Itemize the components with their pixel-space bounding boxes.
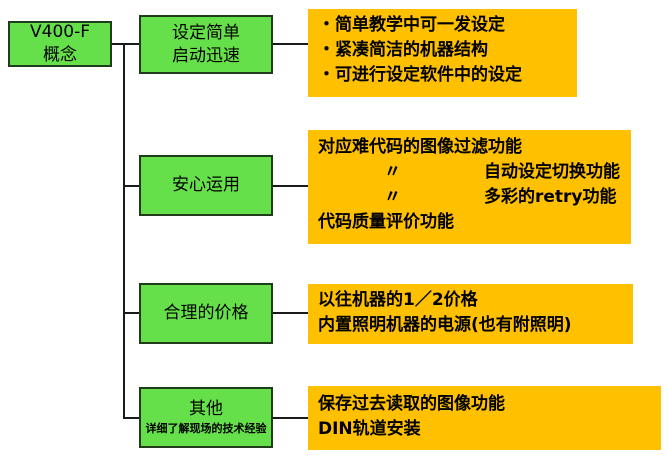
category-label: 合理的价格 <box>163 303 249 323</box>
detail-line: 代码质量评价功能 <box>318 212 454 232</box>
detail-text: 多彩的retry功能 <box>484 187 617 207</box>
connector-branch-4 <box>123 417 139 419</box>
category-node-setup: 设定简单 启动迅速 <box>139 15 273 74</box>
detail-line: 〃 自动设定切换功能 <box>318 160 621 185</box>
category-node-reliable: 安心运用 <box>139 155 273 216</box>
detail-line: 保存过去读取的图像功能 <box>318 394 505 414</box>
detail-line: ・可进行设定软件中的设定 <box>318 65 522 85</box>
category-label: 其他 <box>189 399 223 419</box>
category-node-price: 合理的价格 <box>139 283 273 344</box>
connector-trunk-vertical <box>123 43 125 418</box>
detail-box-other: 保存过去读取的图像功能 DIN轨道安装 <box>308 386 661 450</box>
connector-cat-2-to-detail <box>273 185 308 187</box>
category-label: 设定简单 <box>172 22 240 43</box>
detail-line: DIN轨道安装 <box>318 419 421 439</box>
detail-line: ・紧凑简洁的机器结构 <box>318 40 488 60</box>
detail-line: 内置照明机器的电源(也有附照明) <box>318 315 572 335</box>
connector-cat-4-to-detail <box>273 417 308 419</box>
detail-box-setup: ・简单教学中可一发设定 ・紧凑简洁的机器结构 ・可进行设定软件中的设定 <box>308 9 577 97</box>
connector-cat-3-to-detail <box>273 312 308 314</box>
detail-line: 以往机器的1／2价格 <box>318 290 478 310</box>
root-node: V400-F 概念 <box>8 21 112 67</box>
category-sublabel: 详细了解现场的技术经验 <box>145 422 267 435</box>
detail-line: 〃 多彩的retry功能 <box>318 185 621 210</box>
detail-line: 对应难代码的图像过滤功能 <box>318 137 522 157</box>
detail-text: 自动设定切换功能 <box>484 162 620 182</box>
category-label: 安心运用 <box>172 175 240 195</box>
detail-line: ・简单教学中可一发设定 <box>318 15 505 35</box>
category-label-line2: 启动迅速 <box>172 45 240 66</box>
ditto-mark: 〃 <box>384 162 401 182</box>
category-node-other: 其他 详细了解现场的技术经验 <box>139 387 273 448</box>
connector-root-to-trunk <box>112 43 124 45</box>
detail-box-reliable: 对应难代码的图像过滤功能 〃 自动设定切换功能 〃 多彩的retry功能 代码质… <box>308 130 631 244</box>
root-subtitle: 概念 <box>43 45 77 65</box>
connector-branch-2 <box>123 185 139 187</box>
ditto-mark: 〃 <box>384 187 401 207</box>
connector-branch-1 <box>123 43 139 45</box>
connector-branch-3 <box>123 312 139 314</box>
connector-cat-1-to-detail <box>273 43 308 45</box>
root-title: V400-F <box>30 22 90 42</box>
detail-box-price: 以往机器的1／2价格 内置照明机器的电源(也有附照明) <box>308 284 633 344</box>
